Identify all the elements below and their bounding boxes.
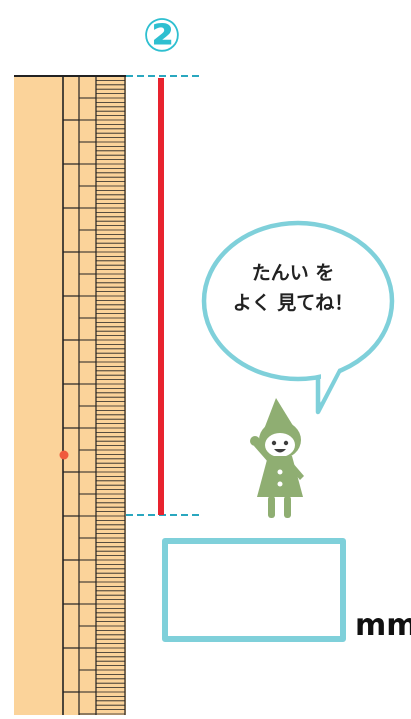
ruler-body	[14, 76, 126, 715]
speech-bubble-text: たんい を よく 見てね！	[218, 258, 368, 318]
ruler-red-dot	[59, 450, 69, 460]
answer-unit-label: mm	[355, 608, 411, 643]
speech-bubble-line-1: たんい を	[251, 262, 335, 284]
speech-bubble	[201, 220, 395, 415]
answer-input-box[interactable]	[162, 538, 346, 642]
problem-number: ②	[142, 8, 182, 62]
speech-bubble-line-2: よく 見てね！	[232, 292, 354, 314]
ruler-ticks	[63, 75, 125, 715]
elf-character-icon	[250, 398, 304, 518]
